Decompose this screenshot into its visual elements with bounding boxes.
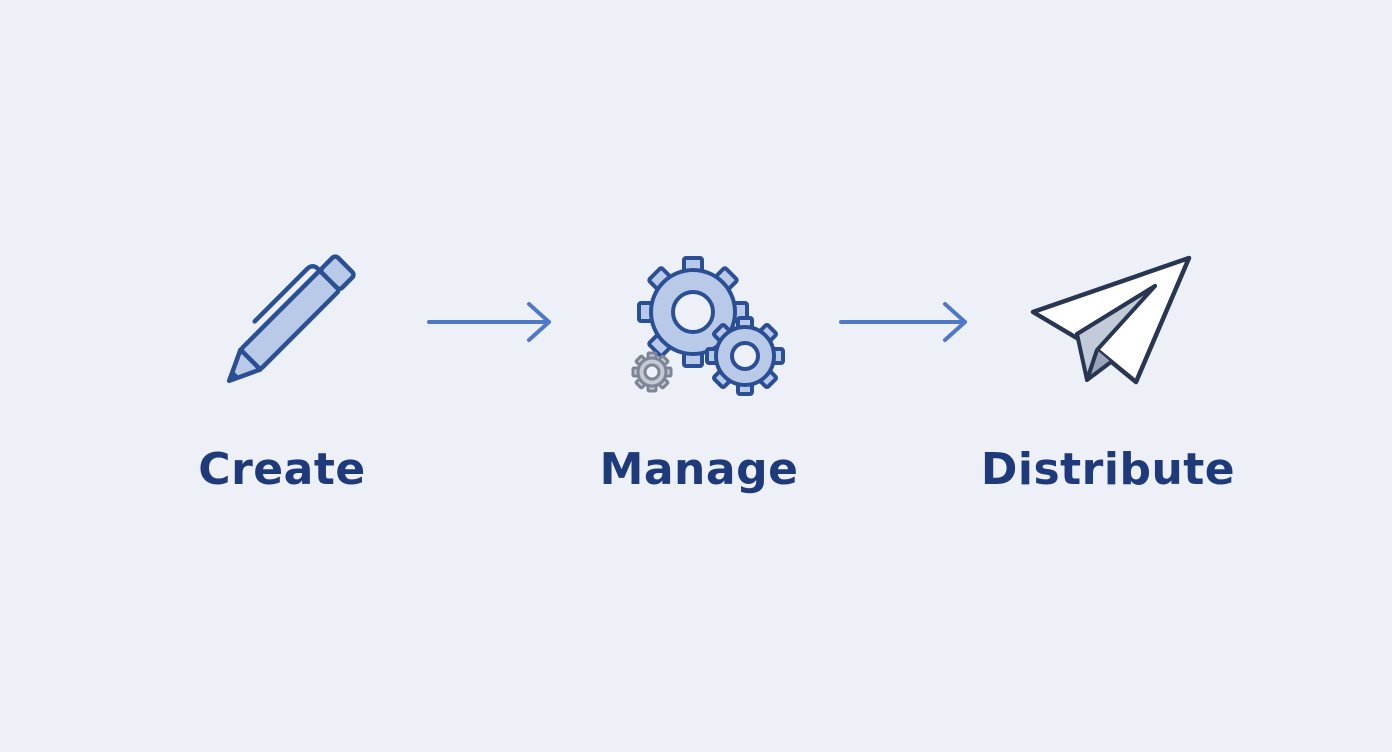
arrow-right-icon	[427, 302, 551, 342]
arrow-right-icon	[839, 302, 967, 342]
step-label-create: Create	[198, 444, 366, 495]
step-label-manage: Manage	[599, 444, 799, 495]
pencil-icon	[226, 254, 356, 384]
step-label-distribute: Distribute	[980, 444, 1236, 495]
gears-icon	[631, 256, 785, 396]
paper-plane-icon	[1030, 255, 1192, 385]
